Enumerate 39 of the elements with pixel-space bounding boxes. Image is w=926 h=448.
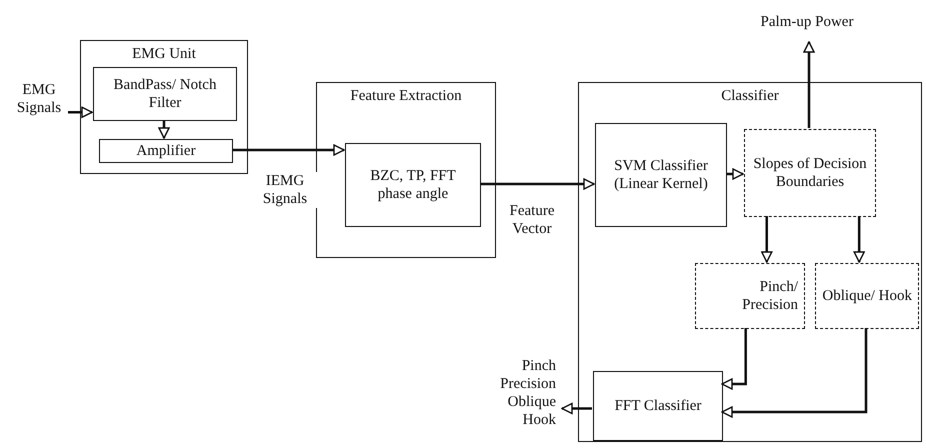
box-label: BandPass/ Notch Filter xyxy=(112,76,218,112)
box-label: SVM Classifier (Linear Kernel) xyxy=(613,157,709,193)
group-box xyxy=(578,82,922,442)
signal-label: Oblique xyxy=(508,393,556,411)
process-box xyxy=(93,67,237,121)
dashed-box xyxy=(744,129,876,217)
arrow xyxy=(480,178,595,190)
process-box xyxy=(593,371,723,441)
arrow xyxy=(853,216,865,263)
arrow xyxy=(158,120,170,139)
box-label: Oblique/ Hook xyxy=(822,287,912,305)
group-title: EMG Unit xyxy=(132,45,196,63)
box-label: Amplifier xyxy=(136,142,196,160)
signal-label: Precision xyxy=(500,375,556,393)
group-title: Classifier xyxy=(721,87,779,105)
arrow xyxy=(561,402,592,414)
signal-label: Hook xyxy=(522,411,556,429)
arrow xyxy=(232,144,345,156)
box-label: FFT Classifier xyxy=(614,397,702,415)
group-box xyxy=(80,40,248,174)
process-box xyxy=(99,139,233,163)
arrow xyxy=(721,328,868,418)
arrow xyxy=(803,41,815,128)
signal-label: Pinch xyxy=(522,357,556,375)
dashed-box xyxy=(815,263,919,329)
arrow xyxy=(68,106,93,118)
signal-label: Palm-up Power xyxy=(760,13,854,31)
process-box xyxy=(595,123,727,227)
arrow xyxy=(761,216,772,263)
group-title: Feature Extraction xyxy=(350,87,462,105)
arrow xyxy=(721,328,747,390)
box-label: BZC, TP, FFT phase angle xyxy=(369,167,457,203)
process-box xyxy=(345,143,481,227)
signal-label: EMG Signals xyxy=(16,81,62,117)
dashed-box xyxy=(695,263,805,329)
group-box xyxy=(316,82,496,258)
box-label: Pinch/ Precision xyxy=(741,278,798,314)
box-label: Slopes of Decision Boundaries xyxy=(752,155,868,191)
arrow xyxy=(726,168,744,180)
